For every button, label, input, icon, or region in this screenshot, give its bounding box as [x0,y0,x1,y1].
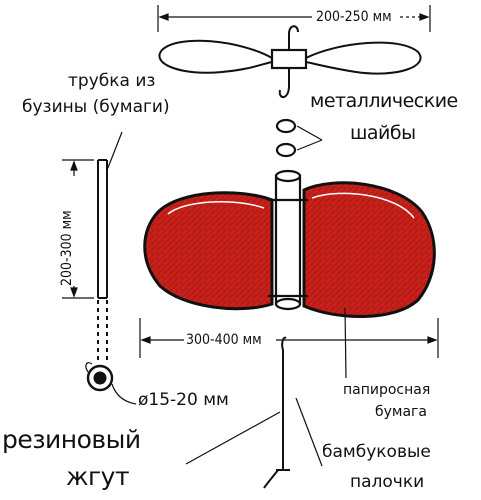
tube-diameter-label: ø15-20 мм [138,390,229,410]
tube-cross-section [85,362,137,405]
rubber-label-line1: резиновый [2,425,141,454]
propeller-span-label: 200-250 мм [316,9,392,25]
tube-label-line2: бузины (бумаги) [22,97,170,117]
washers-label-line2: шайбы [350,122,416,144]
central-tube [268,169,308,311]
paper-label-line2: бумага [375,404,427,420]
washers-label-line1: металлические [310,90,458,112]
wings [143,181,436,318]
metal-washers [275,118,297,158]
paper-pointer [344,307,347,379]
tube-length-label: 200-300 мм [59,210,75,286]
right-wing [302,181,436,318]
rubber-label-line2: жгут [66,462,130,491]
tube-dimension [62,159,94,299]
sticks-pointer [295,397,323,467]
rubber-pointer [185,411,281,465]
propeller [158,25,422,98]
sticks-label-line2: палочки [350,472,425,492]
paper-label-line1: папиросная [343,382,431,398]
propeller-dimension [157,5,431,32]
wing-span-label: 300-400 мм [186,332,262,348]
tube-part [97,131,123,360]
tube-label-line1: трубка из [68,71,156,91]
wing-span-dimension [139,318,439,358]
left-wing [143,191,274,311]
washers-pointer [296,125,323,151]
rubber-stick [263,336,290,489]
sticks-label-line1: бамбуковые [322,442,431,462]
